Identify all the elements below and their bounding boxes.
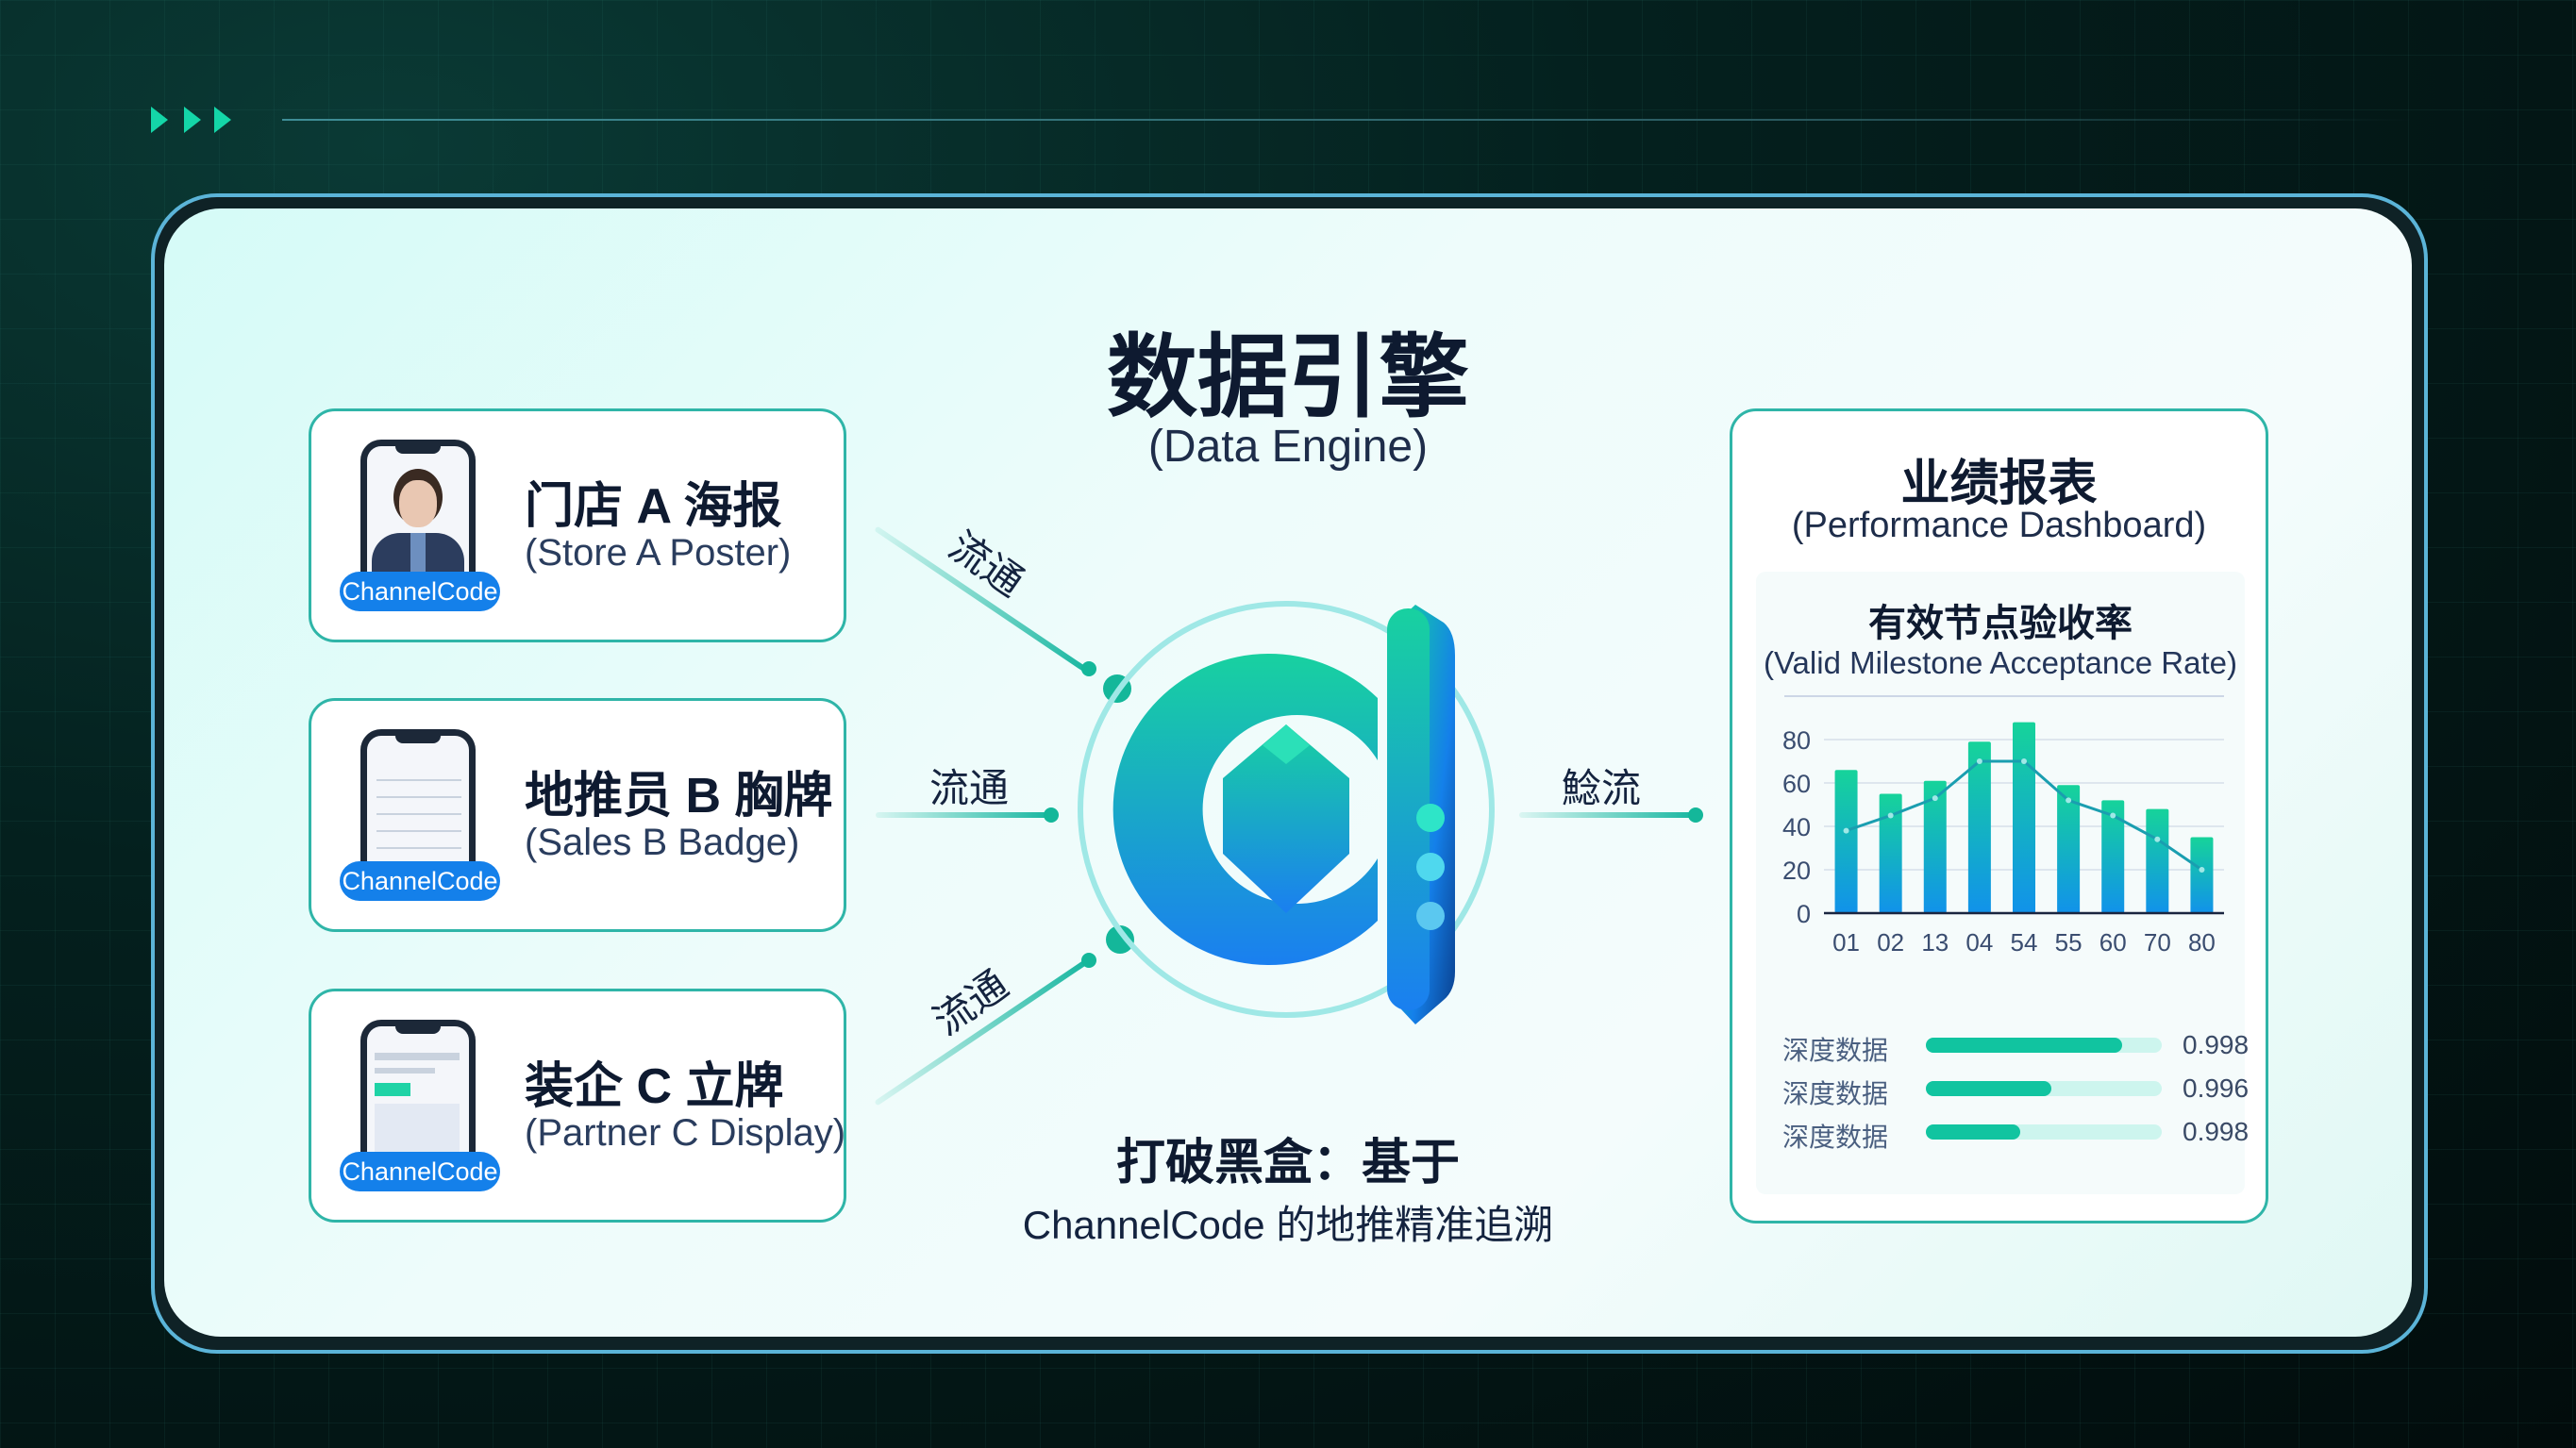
metric-progress-fill	[1926, 1124, 2020, 1140]
card-title: 门店 A 海报	[525, 479, 782, 534]
metric-progress-fill	[1926, 1081, 2051, 1096]
source-card-partner-c: ChannelCode 装企 C 立牌 (Partner C Display)	[309, 989, 846, 1223]
channelcode-badge: ChannelCode	[340, 572, 500, 611]
card-subtitle: (Sales B Badge)	[525, 822, 800, 863]
data-engine-icon	[1078, 601, 1495, 1024]
metric-label: 深度数据	[1782, 1036, 1889, 1065]
performance-dashboard-card: 业绩报表 (Performance Dashboard) 有效节点验收率 (Va…	[1730, 408, 2268, 1223]
card-subtitle: (Partner C Display)	[525, 1112, 846, 1154]
footer-subline: ChannelCode 的地推精准追溯	[1022, 1203, 1554, 1247]
y-tick-label: 80	[1782, 726, 1811, 755]
x-tick-label: 04	[1965, 928, 1993, 957]
flow-line-out	[1519, 812, 1696, 818]
x-tick-label: 01	[1832, 928, 1860, 957]
flow-node	[1081, 661, 1096, 676]
source-card-sales-b: ChannelCode 地推员 B 胸牌 (Sales B Badge)	[309, 698, 846, 932]
card-title: 装企 C 立牌	[525, 1059, 784, 1114]
metric-progress-bar	[1926, 1124, 2162, 1140]
bar	[2190, 837, 2214, 913]
trend-point	[2021, 758, 2027, 764]
x-tick-label: 02	[1877, 928, 1904, 957]
card-title: 地推员 B 胸牌	[525, 769, 833, 824]
metric-progress-fill	[1926, 1038, 2122, 1053]
x-tick-label: 13	[1921, 928, 1949, 957]
dashboard-subtitle: (Performance Dashboard)	[1791, 506, 2207, 545]
bar	[2013, 722, 2035, 913]
bar	[1879, 793, 1902, 913]
trend-point	[2066, 797, 2072, 804]
phone-icon	[360, 440, 476, 581]
bar	[1923, 780, 1947, 913]
arrow-icon	[214, 107, 231, 133]
bar	[2057, 785, 2081, 913]
dashboard-title: 业绩报表	[1900, 457, 2098, 511]
flow-line-b	[876, 812, 1051, 818]
bar	[1967, 741, 1991, 913]
page-subtitle: (Data Engine)	[1147, 422, 1429, 472]
footer-headline: 打破黑盒：基于	[1115, 1136, 1460, 1190]
arrow-icon	[151, 107, 168, 133]
chart-panel: 有效节点验收率 (Valid Milestone Acceptance Rate…	[1756, 572, 2249, 1194]
x-tick-label: 60	[2099, 928, 2127, 957]
channelcode-badge: ChannelCode	[340, 1152, 500, 1191]
chart-subtitle: (Valid Milestone Acceptance Rate)	[1764, 645, 2237, 680]
phone-icon	[360, 1020, 476, 1161]
y-tick-label: 0	[1797, 900, 1811, 928]
bar	[2146, 808, 2169, 913]
chart-title: 有效节点验收率	[1868, 603, 2133, 644]
trend-point	[1843, 827, 1849, 834]
source-card-store-a: ChannelCode 门店 A 海报 (Store A Poster)	[309, 408, 846, 642]
x-tick-label: 80	[2188, 928, 2216, 957]
metric-label: 深度数据	[1782, 1079, 1889, 1108]
metric-label: 深度数据	[1782, 1123, 1889, 1152]
trend-point	[1976, 758, 1982, 764]
flow-label: 流通	[929, 766, 1010, 810]
metric-value: 0.998	[2183, 1117, 2250, 1146]
trend-point	[1932, 795, 1938, 802]
x-tick-label: 55	[2055, 928, 2083, 957]
page-title: 数据引擎	[1107, 327, 1469, 428]
bar-chart: 0 20 40 60 80 01 02 13 04 54 55 60 70 80	[1782, 695, 2224, 957]
flow-label-out: 鯰流	[1562, 766, 1642, 810]
x-tick-label: 70	[2144, 928, 2171, 957]
trend-point	[2154, 836, 2161, 842]
metric-value: 0.998	[2183, 1030, 2250, 1059]
flow-node	[1081, 953, 1096, 968]
trend-point	[2199, 867, 2205, 873]
metric-value: 0.996	[2183, 1074, 2250, 1103]
channelcode-badge: ChannelCode	[340, 861, 500, 901]
arrow-icon	[184, 107, 201, 133]
card-subtitle: (Store A Poster)	[525, 532, 792, 574]
y-tick-label: 40	[1782, 813, 1811, 841]
x-tick-label: 54	[2011, 928, 2038, 957]
header-divider	[282, 119, 2412, 121]
metric-progress-bar	[1926, 1038, 2162, 1053]
bar	[1834, 770, 1858, 913]
flow-node	[1044, 807, 1059, 823]
bar	[2101, 800, 2125, 913]
flow-node	[1688, 807, 1703, 823]
y-tick-label: 60	[1782, 770, 1811, 798]
y-tick-label: 20	[1782, 857, 1811, 885]
trend-point	[1887, 812, 1894, 819]
metric-progress-bar	[1926, 1081, 2162, 1096]
trend-point	[2110, 812, 2116, 819]
phone-icon	[360, 729, 476, 871]
